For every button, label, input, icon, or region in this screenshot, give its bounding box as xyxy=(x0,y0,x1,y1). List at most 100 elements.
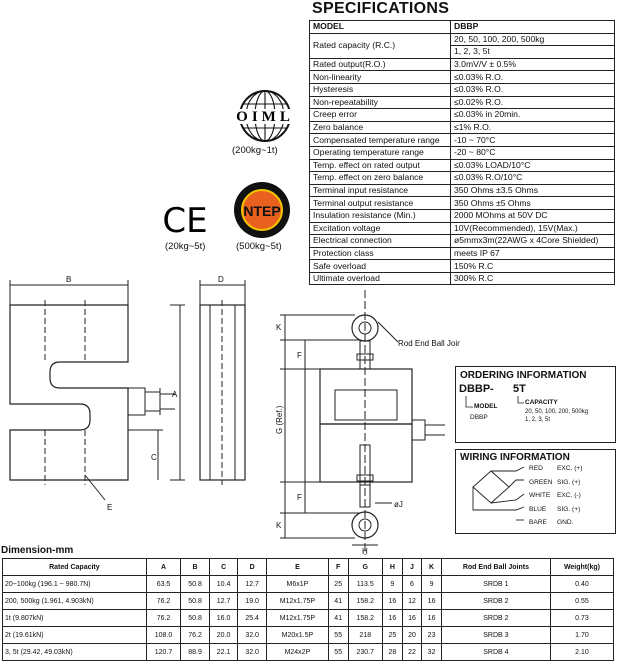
dimension-header-cell: K xyxy=(421,558,442,576)
dimension-title: Dimension-mm xyxy=(1,545,74,556)
spec-val: 10V(Recommended), 15V(Max.) xyxy=(450,221,615,236)
dim-label-c: C xyxy=(151,453,157,462)
dimension-cell: 3, 5t (29.42, 49.03kN) xyxy=(2,643,147,661)
dimension-cell: 9 xyxy=(421,575,442,593)
ntep-caption: (500kg~5t) xyxy=(236,241,282,252)
dimension-cell: M20x1.5P xyxy=(265,626,329,644)
ce-caption: (20kg~5t) xyxy=(165,241,206,252)
spec-key: Excitation voltage xyxy=(309,221,451,236)
ordering-model-code: DBBP xyxy=(459,383,491,395)
dimension-cell: 1.70 xyxy=(549,626,615,644)
dim-label-g: G (Ref.) xyxy=(275,405,284,434)
dimension-cell: 25 xyxy=(382,626,403,644)
spec-key: Compensated temperature range xyxy=(309,133,451,147)
dimension-cell: 1t (9.807kN) xyxy=(2,609,147,627)
spec-val: 350 Ohms ±5 Ohms xyxy=(450,196,615,210)
dimension-cell: 20.0 xyxy=(208,626,239,644)
spec-val: -10 ~ 70°C xyxy=(450,133,615,147)
dimension-cell: 25 xyxy=(327,575,349,593)
dim-label-a: A xyxy=(172,390,178,399)
spec-header-row: MODEL DBBP xyxy=(309,20,615,34)
spec-val: ≤0.03% R.O. xyxy=(450,82,615,97)
dimension-header-cell: F xyxy=(327,558,349,576)
ce-logo-text: CE xyxy=(162,201,207,238)
dimension-cell: 2t (19.61kN) xyxy=(2,626,147,644)
dimension-cell: 19.0 xyxy=(237,592,267,610)
dimension-cell: 16 xyxy=(421,592,442,610)
spec-val: 150% R.C xyxy=(450,259,615,273)
spec-row: Temp. effect on zero balance≤0.03% R.O/1… xyxy=(309,171,615,185)
dimension-header-cell: Rod End Ball Joints xyxy=(440,558,551,576)
wire-color: GREEN xyxy=(529,478,553,486)
dimension-cell: 0.55 xyxy=(549,592,615,610)
dimension-header-cell: G xyxy=(347,558,384,576)
wire-function: SIG. (+) xyxy=(557,478,581,486)
dimension-cell: 218 xyxy=(347,626,384,644)
dimension-cell: SRDB 2 xyxy=(440,609,551,627)
ordering-model-label: MODEL xyxy=(474,403,498,410)
dimension-cell: 12.7 xyxy=(237,575,267,593)
spec-val: ≤0.03% in 20min. xyxy=(450,108,615,122)
dimension-cell: 88.9 xyxy=(180,643,210,661)
dimension-cell: 32.0 xyxy=(237,626,267,644)
ordering-capacity-label: CAPACITY xyxy=(525,399,558,406)
dimension-header-cell: E xyxy=(265,558,329,576)
dimension-cell: 22 xyxy=(401,643,423,661)
spec-row: Zero balance≤1% R.O. xyxy=(309,120,615,135)
dim-label-k-bottom: K xyxy=(276,521,282,530)
dimension-cell: 12 xyxy=(401,592,423,610)
dimension-cell: 230.7 xyxy=(347,643,384,661)
spec-header-val: DBBP xyxy=(450,20,615,34)
wheatstone-bridge-diagram xyxy=(472,466,525,521)
spec-key: Hysteresis xyxy=(309,82,451,97)
dimension-cell: 41 xyxy=(327,592,349,610)
dimension-cell: 158.2 xyxy=(347,609,384,627)
spec-row: Rated output(R.O.)3.0mV/V ± 0.5% xyxy=(309,57,615,72)
dimension-cell: 200, 500kg (1.961, 4.903kN) xyxy=(2,592,147,610)
dim-label-f-bottom: F xyxy=(297,493,302,502)
spec-val: ≤0.02% R.O. xyxy=(450,95,615,110)
spec-val: meets IP 67 xyxy=(450,246,615,261)
dimension-cell: 113.5 xyxy=(347,575,384,593)
dimension-cell: 0.73 xyxy=(549,609,615,627)
spec-val: ø5mmx3m(22AWG x 4Core Shielded) xyxy=(450,234,615,248)
dimension-cell: 63.5 xyxy=(145,575,182,593)
dim-label-j: øJ xyxy=(394,500,403,509)
spec-row: Non-repeatability≤0.02% R.O. xyxy=(309,95,615,110)
dimension-cell: SRDB 2 xyxy=(440,592,551,610)
dimension-cell: 120.7 xyxy=(145,643,182,661)
dimension-header-cell: Weight(kg) xyxy=(549,558,615,576)
spec-val: ≤0.03% R.O. xyxy=(450,70,615,84)
wiring-title: WIRING INFORMATION xyxy=(460,452,570,463)
spec-val: 1, 2, 3, 5t xyxy=(450,45,615,59)
spec-row: Operating temperature range-20 ~ 80°C xyxy=(309,145,615,160)
dimension-cell: 50.8 xyxy=(180,575,210,593)
ordering-info-box: ORDERING INFORMATION DBBP - 5T MODEL CAP… xyxy=(455,366,616,443)
spec-key: Zero balance xyxy=(309,120,451,135)
dimension-header-cell: Rated Capacity xyxy=(2,558,147,576)
dimension-cell: 76.2 xyxy=(145,609,182,627)
spec-val: 350 Ohms ±3.5 Ohms xyxy=(450,183,615,198)
spec-row: Compensated temperature range-10 ~ 70°C xyxy=(309,133,615,147)
dim-label-h: H xyxy=(362,547,368,555)
spec-row: Rated capacity (R.C.) 20, 50, 100, 200, … xyxy=(309,32,615,59)
spec-key: Rated capacity (R.C.) xyxy=(309,32,451,59)
oiml-logo-text: OIML xyxy=(236,109,294,125)
wire-color: RED xyxy=(529,465,543,472)
ce-logo-icon: CE xyxy=(162,201,207,238)
spec-key: Temp. effect on zero balance xyxy=(309,171,451,185)
spec-row: Insulation resistance (Min.)2000 MOhms a… xyxy=(309,208,615,223)
dimension-cell: SRDB 4 xyxy=(440,643,551,661)
dimension-cell: M6x1P xyxy=(265,575,329,593)
spec-val: ≤0.03% LOAD/10°C xyxy=(450,158,615,173)
